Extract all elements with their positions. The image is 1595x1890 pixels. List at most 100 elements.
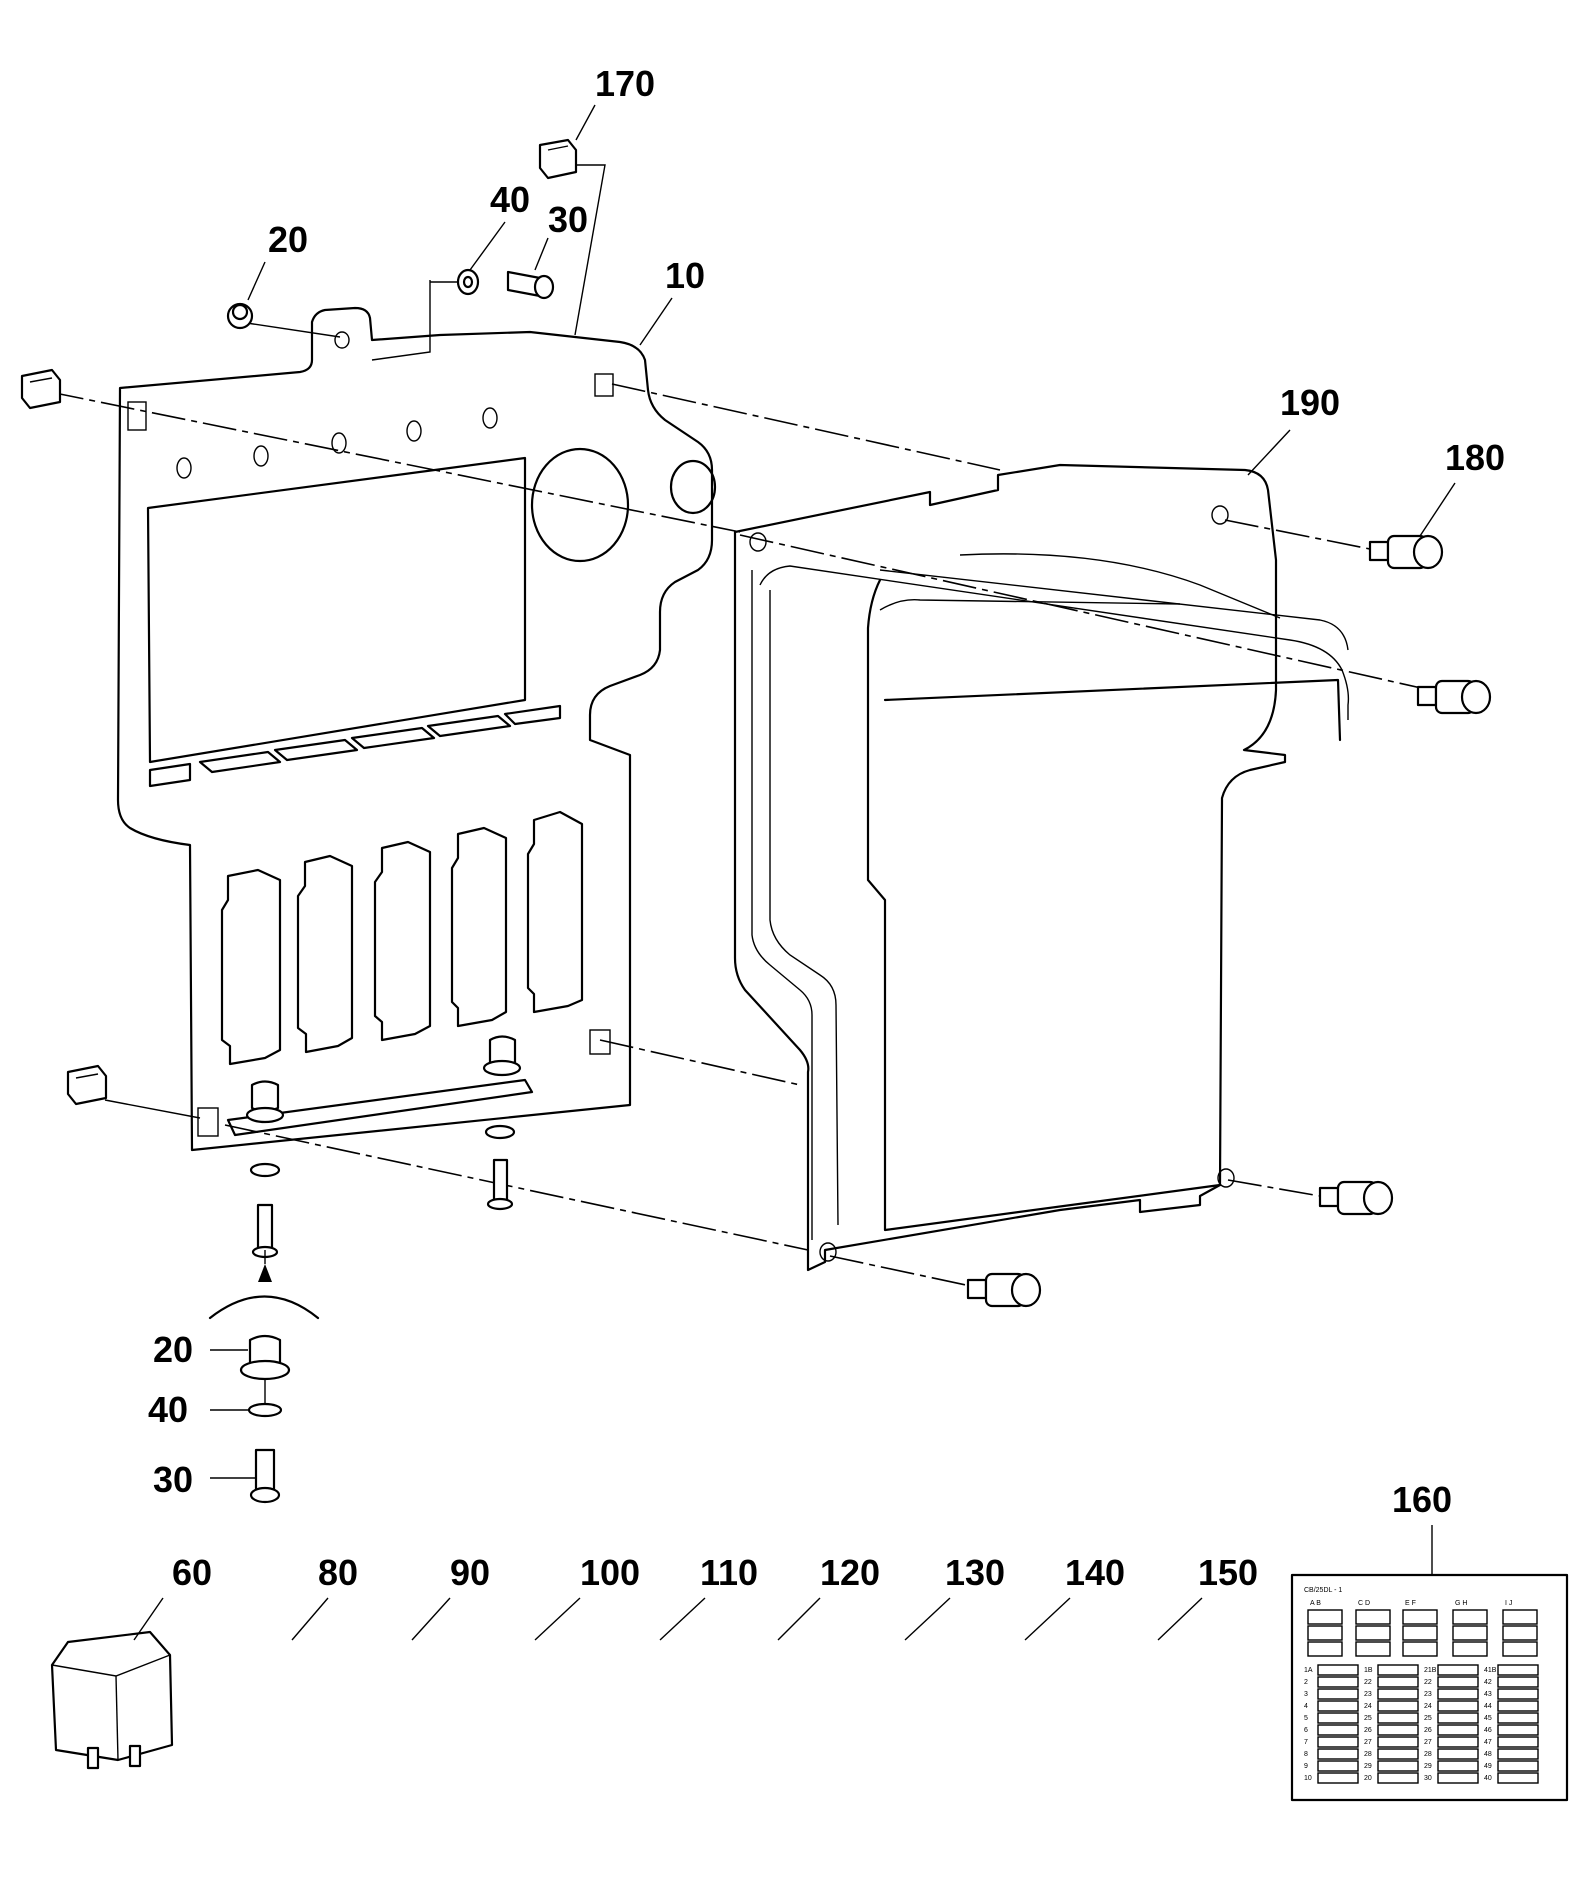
- chart-rating-cell: [1377, 1676, 1419, 1688]
- chart-symbol-cell: [1355, 1609, 1391, 1625]
- chart-row-number: 23: [1364, 1691, 1372, 1698]
- chart-row-number: 27: [1424, 1739, 1432, 1746]
- chart-rating-cell: [1377, 1664, 1419, 1676]
- chart-rating-cell: [1437, 1712, 1479, 1724]
- callout-40-bottom: 40: [148, 1389, 188, 1430]
- callout-100: 100: [580, 1552, 640, 1593]
- chart-row-number: 49: [1484, 1763, 1492, 1770]
- chart-rating-cell: [1317, 1772, 1359, 1784]
- chart-rating-cell: [1377, 1724, 1419, 1736]
- chart-row-number: 23: [1424, 1691, 1432, 1698]
- standoff-left: [245, 1080, 285, 1124]
- chart-row-number: 5: [1304, 1715, 1308, 1722]
- chart-column-label: G H: [1455, 1600, 1467, 1607]
- chart-row-number: 29: [1364, 1763, 1372, 1770]
- chart-row-number: 41B: [1484, 1667, 1497, 1674]
- chart-row-number: 40: [1484, 1775, 1492, 1782]
- chart-row-number: 26: [1364, 1727, 1372, 1734]
- chart-rating-cell: [1497, 1676, 1539, 1688]
- screw-stack-left: [249, 1162, 281, 1259]
- chart-row-number: 21B: [1424, 1667, 1437, 1674]
- callout-160: 160: [1392, 1479, 1452, 1520]
- chart-row-number: 44: [1484, 1703, 1492, 1710]
- callout-150: 150: [1198, 1552, 1258, 1593]
- chart-row-number: 1B: [1364, 1667, 1373, 1674]
- spring-clip-bottom: [66, 1064, 108, 1106]
- chart-symbol-cell: [1307, 1641, 1343, 1657]
- chart-rating-cell: [1437, 1772, 1479, 1784]
- chart-symbol-cell: [1307, 1609, 1343, 1625]
- chart-row-number: 48: [1484, 1751, 1492, 1758]
- chart-symbol-cell: [1355, 1641, 1391, 1657]
- chart-rating-cell: [1497, 1772, 1539, 1784]
- chart-symbol-cell: [1452, 1625, 1488, 1641]
- chart-rating-cell: [1497, 1748, 1539, 1760]
- chart-rating-cell: [1377, 1700, 1419, 1712]
- callout-140: 140: [1065, 1552, 1125, 1593]
- callout-40-top: 40: [490, 179, 530, 220]
- chart-symbol-cell: [1402, 1641, 1438, 1657]
- nut-20-top: [226, 302, 254, 330]
- detail-view-stack: [208, 1250, 320, 1504]
- chart-row-number: 8: [1304, 1751, 1308, 1758]
- chart-rating-cell: [1497, 1736, 1539, 1748]
- chart-row-number: 9: [1304, 1763, 1308, 1770]
- chart-row-number: 47: [1484, 1739, 1492, 1746]
- callout-20-top: 20: [268, 219, 308, 260]
- chart-row-number: 28: [1364, 1751, 1372, 1758]
- chart-row-number: 24: [1364, 1703, 1372, 1710]
- thumb-screw-4: [966, 1272, 1042, 1308]
- chart-row-number: 43: [1484, 1691, 1492, 1698]
- chart-rating-cell: [1437, 1724, 1479, 1736]
- chart-rating-cell: [1437, 1700, 1479, 1712]
- chart-rating-cell: [1497, 1712, 1539, 1724]
- callout-60: 60: [172, 1552, 212, 1593]
- chart-row-number: 4: [1304, 1703, 1308, 1710]
- chart-rating-cell: [1437, 1748, 1479, 1760]
- chart-rating-cell: [1497, 1724, 1539, 1736]
- chart-rating-cell: [1377, 1760, 1419, 1772]
- chart-row-number: 27: [1364, 1739, 1372, 1746]
- chart-symbol-cell: [1452, 1609, 1488, 1625]
- chart-symbol-cell: [1307, 1625, 1343, 1641]
- chart-rating-cell: [1377, 1712, 1419, 1724]
- assembly-lines: [49, 164, 1431, 1289]
- spring-clip-top: [538, 138, 578, 180]
- chart-row-number: 30: [1424, 1775, 1432, 1782]
- chart-row-number: 46: [1484, 1727, 1492, 1734]
- chart-rating-cell: [1317, 1688, 1359, 1700]
- thumb-screw-3: [1318, 1180, 1394, 1216]
- chart-rating-cell: [1317, 1700, 1359, 1712]
- thumb-screw-2: [1416, 679, 1492, 715]
- chart-symbol-cell: [1402, 1609, 1438, 1625]
- chart-rating-cell: [1497, 1664, 1539, 1676]
- chart-column-label: E F: [1405, 1600, 1416, 1607]
- chart-row-number: 25: [1424, 1715, 1432, 1722]
- standoff-right: [482, 1035, 522, 1077]
- chart-rating-cell: [1317, 1664, 1359, 1676]
- chart-row-number: 22: [1424, 1679, 1432, 1686]
- chart-rating-cell: [1317, 1748, 1359, 1760]
- chart-symbol-cell: [1502, 1609, 1538, 1625]
- chart-column-label: I J: [1505, 1600, 1512, 1607]
- mounting-bracket-plate: [116, 306, 717, 1152]
- chart-symbol-cell: [1502, 1625, 1538, 1641]
- chart-row-number: 25: [1364, 1715, 1372, 1722]
- chart-rating-cell: [1437, 1676, 1479, 1688]
- chart-symbol-cell: [1452, 1641, 1488, 1657]
- chart-row-number: 22: [1364, 1679, 1372, 1686]
- callout-10: 10: [665, 255, 705, 296]
- chart-row-number: 42: [1484, 1679, 1492, 1686]
- chart-rating-cell: [1377, 1748, 1419, 1760]
- chart-rating-cell: [1497, 1688, 1539, 1700]
- chart-symbol-cell: [1402, 1625, 1438, 1641]
- screw-stack-right: [484, 1124, 516, 1211]
- chart-rating-cell: [1497, 1700, 1539, 1712]
- chart-rating-cell: [1317, 1712, 1359, 1724]
- chart-row-number: 20: [1364, 1775, 1372, 1782]
- chart-rating-cell: [1317, 1676, 1359, 1688]
- chart-row-number: 24: [1424, 1703, 1432, 1710]
- callout-90: 90: [450, 1552, 490, 1593]
- chart-row-number: 1A: [1304, 1667, 1313, 1674]
